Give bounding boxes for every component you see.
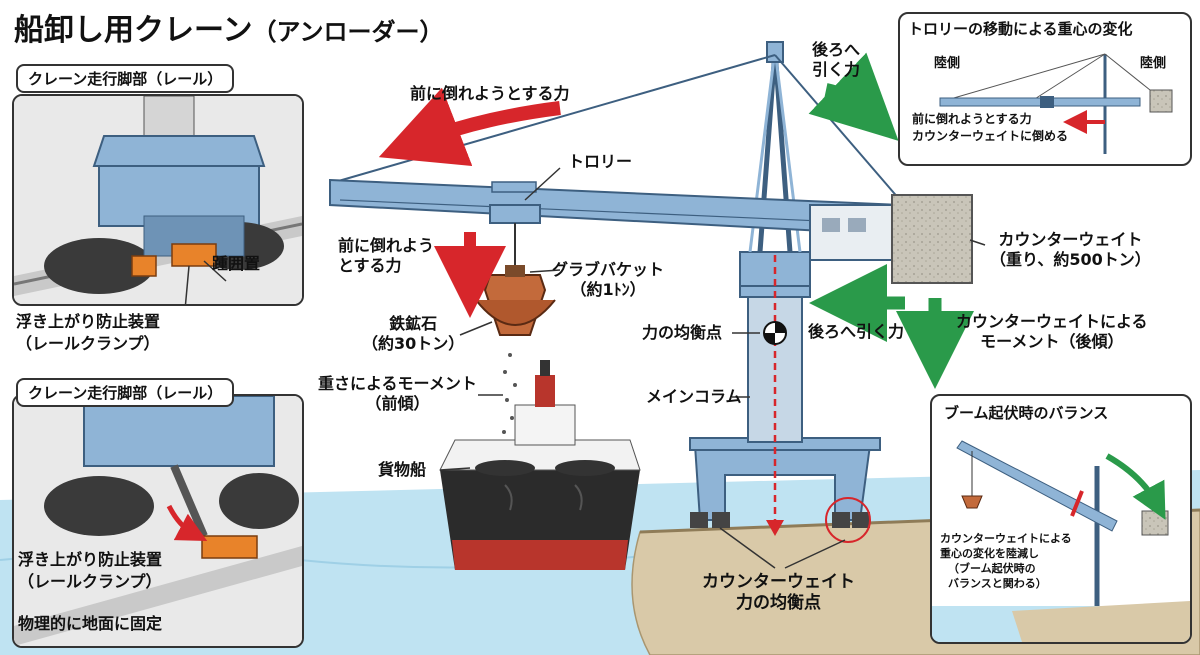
boom-illustration — [932, 440, 1190, 642]
label-iron-ore: 鉄鉱石（約30トン） — [362, 314, 465, 353]
label-main-column: メインコラム — [646, 387, 742, 406]
panel-rail-top-title: クレーン走行脚部（レール） — [16, 64, 235, 93]
boom-note-4: バランスと関わる） — [948, 577, 1047, 590]
label-cargo-ship: 貨物船 — [378, 460, 427, 479]
trolley-illustration — [939, 53, 1173, 154]
callout-lines — [439, 167, 986, 569]
trolley-note-2: カウンターウェイトに倒める — [912, 129, 1069, 143]
trolley-side-left: 陸側 — [934, 56, 961, 71]
trolley-note-1: 前に倒れようとする力 — [912, 112, 1032, 126]
rail-top-label-1: 踵囲置 — [212, 254, 261, 273]
label-pull-back-mid: 後ろへ引く力 — [808, 322, 905, 341]
boom-note-3: （ブーム起伏時の — [948, 562, 1036, 575]
falling-ore — [502, 353, 517, 434]
label-forward-force-top: 前に倒れようとする力 — [410, 84, 570, 103]
boom-note-2: 重心の変化を陸減し — [940, 547, 1039, 560]
panel-rail-top — [12, 94, 304, 306]
panel-rail-bottom — [12, 394, 304, 648]
rail-top-label-2: 浮き上がり防止装置 — [16, 312, 161, 331]
boom-note-1: カウンターウェイトによる — [940, 532, 1072, 545]
rail-top-illustration — [14, 96, 302, 304]
label-trolley: トロリー — [568, 152, 633, 171]
page-title: 船卸し用クレーン（アンローダー） — [14, 13, 444, 48]
panel-boom-title: ブーム起伏時のバランス — [944, 404, 1109, 422]
cargo-ship — [439, 360, 641, 570]
label-forward-force-mid: 前に倒れようとする力 — [338, 236, 435, 275]
label-counterweight: カウンターウェイト（重り、約500トン） — [990, 230, 1151, 269]
rail-bottom-illustration — [14, 396, 302, 646]
label-weight-moment: 重さによるモーメント（前傾） — [318, 374, 477, 413]
trolley-side-right: 陸側 — [1140, 56, 1167, 71]
green-arrow-icon — [808, 52, 899, 141]
label-grab-bucket: グラブバケット（約1ﾄﾝ） — [552, 260, 665, 299]
rail-bottom-label-1: 浮き上がり防止装置 — [18, 550, 163, 569]
label-cw-moment: カウンターウェイトによるモーメント（後傾） — [956, 312, 1148, 351]
label-cw-balance: カウンターウェイト力の均衡点 — [702, 572, 855, 614]
panel-rail-bottom-title: クレーン走行脚部（レール） — [16, 378, 235, 407]
panel-trolley-title: トロリーの移動による重心の変化 — [908, 20, 1133, 38]
red-arrow-icon — [378, 87, 561, 167]
label-balance-point: 力の均衡点 — [642, 323, 723, 342]
rail-top-label-3: （レールクランプ） — [16, 334, 160, 353]
rail-bottom-label-2: （レールクランプ） — [18, 572, 162, 591]
rail-bottom-label-3: 物理的に地面に固定 — [18, 614, 163, 633]
panel-boom — [930, 394, 1192, 644]
label-pull-back-top: 後ろへ引く力 — [812, 40, 861, 79]
clamp-highlight — [825, 497, 871, 543]
panel-trolley — [898, 12, 1192, 166]
balance-point-icon — [763, 321, 787, 345]
